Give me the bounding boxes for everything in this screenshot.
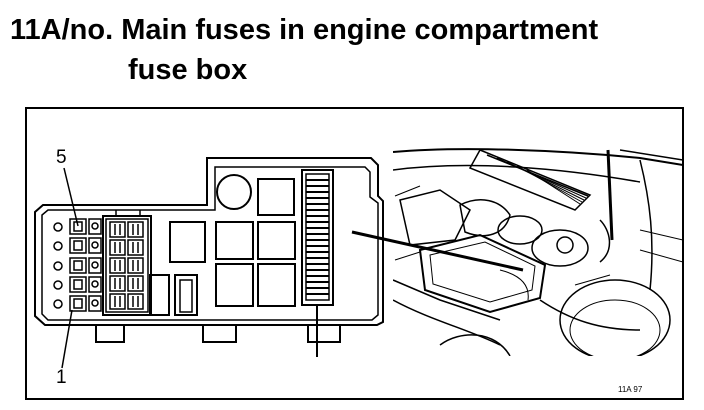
location-pointer [351,230,524,272]
figure-code: 11A 97 [618,385,643,394]
page-title: 11A/no. Main fuses in engine compartment… [10,10,598,90]
title-line-2: fuse box [128,54,248,86]
callout-label-1: 1 [56,367,67,388]
figure-frame [25,107,684,400]
round-main-fuse [216,174,252,210]
main-fuse-terminals [53,218,102,312]
engine-compartment-photo [393,148,683,356]
callout-leaders [61,167,318,369]
callout-label-5: 5 [56,147,67,168]
relay-blocks [149,178,296,316]
title-line-1: 11A/no. Main fuses in engine compartment [10,14,599,46]
fuse-strip [301,169,334,306]
fuse-block [102,215,152,316]
fuse-box-outline [34,157,384,343]
